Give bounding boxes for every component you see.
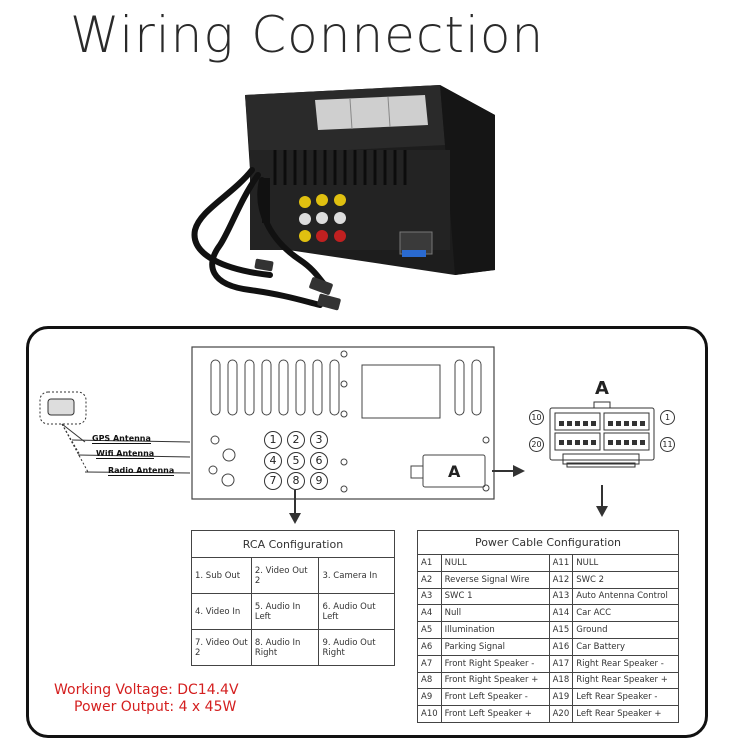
pin-function-cell: Front Left Speaker - [440, 688, 550, 707]
pin-id-cell: A20 [548, 705, 574, 723]
usb-cables [191, 167, 328, 308]
rca-number: 1 [264, 431, 282, 449]
pin-id-cell: A15 [548, 621, 574, 639]
pin-id-cell: A13 [548, 587, 574, 606]
pin-id-cell: A4 [417, 604, 442, 623]
pin-id-cell: A2 [417, 570, 442, 589]
pin-id-cell: A6 [417, 637, 442, 656]
power-output-text: Power Output: 4 x 45W [74, 699, 237, 715]
rca-number: 3 [310, 431, 328, 449]
table-cell: 8. Audio In Right [250, 629, 320, 666]
pin-function-cell: SWC 2 [572, 570, 679, 589]
pin-id-cell: A1 [417, 554, 442, 572]
rca-number: 7 [264, 472, 282, 490]
table-row: 7. Video Out 2 8. Audio In Right 9. Audi… [191, 629, 395, 666]
pin-function-cell: NULL [440, 554, 550, 572]
pin-function-cell: Left Rear Speaker - [572, 688, 679, 707]
pin-function-cell: Auto Antenna Control [572, 587, 679, 606]
table-cell: 6. Audio Out Left [318, 593, 395, 630]
pin-function-cell: Car Battery [572, 637, 679, 656]
pin-function-cell: SWC 1 [440, 587, 550, 606]
pin-function-cell: Ground [572, 621, 679, 639]
pin-function-cell: Right Rear Speaker + [572, 671, 679, 690]
antenna-leads [39, 391, 191, 474]
table-row: 1. Sub Out 2. Video Out 2 3. Camera In [191, 557, 395, 594]
pin-id-cell: A16 [548, 637, 574, 656]
rca-number: 6 [310, 452, 328, 470]
arrows [289, 465, 608, 524]
page-title: Wiring Connection [70, 6, 545, 64]
table-row: 4. Video In 5. Audio In Left 6. Audio Ou… [191, 593, 395, 630]
unit-side [440, 85, 495, 275]
rca-number: 9 [310, 472, 328, 490]
pin-function-cell: Left Rear Speaker + [572, 705, 679, 723]
pin-function-cell: Reverse Signal Wire [440, 570, 550, 589]
pin-id-cell: A3 [417, 587, 442, 606]
pin-id-cell: A19 [548, 688, 574, 707]
power-table-header: Power Cable Configuration [417, 530, 679, 555]
pin-id-cell: A12 [548, 570, 574, 589]
pin-id-cell: A7 [417, 654, 442, 673]
table-cell: 9. Audio Out Right [318, 629, 395, 666]
pin-function-cell: NULL [572, 554, 679, 572]
rear-panel [191, 346, 495, 500]
rca-number: 2 [287, 431, 305, 449]
plug-a-heading: A [595, 378, 609, 399]
table-cell: 1. Sub Out [191, 557, 252, 594]
wifi-antenna-label: Wifi Antenna [96, 449, 155, 459]
pin-function-cell: Parking Signal [440, 637, 550, 656]
wifi-antenna-stub [262, 178, 270, 223]
rca-jacks [299, 194, 346, 242]
pin-function-cell: Null [440, 604, 550, 623]
radio-antenna-label: Radio Antenna [108, 466, 175, 476]
pin-function-cell: Front Right Speaker - [440, 654, 550, 673]
pin-function-cell: Front Right Speaker + [440, 671, 550, 690]
pin-id-cell: A14 [548, 604, 574, 623]
rca-number: 4 [264, 452, 282, 470]
sticker-labels [315, 95, 428, 130]
pin-id-cell: A11 [548, 554, 574, 572]
table-cell: 5. Audio In Left [250, 593, 320, 630]
pin-id-cell: A10 [417, 705, 442, 723]
pin-marker: 20 [529, 437, 544, 452]
rca-configuration-table: RCA Configuration 1. Sub Out 2. Video Ou… [191, 530, 395, 666]
pin-id-cell: A18 [548, 671, 574, 690]
head-unit-photo [191, 85, 495, 311]
plug-a-drawing [549, 401, 655, 468]
diagram-frame [26, 326, 708, 738]
pin-id-cell: A9 [417, 688, 442, 707]
pin-function-cell: Front Left Speaker + [440, 705, 550, 723]
rca-number: 5 [287, 452, 305, 470]
rca-table-header: RCA Configuration [191, 530, 395, 558]
rca-number: 8 [287, 472, 305, 490]
pin-function-cell: Right Rear Speaker - [572, 654, 679, 673]
table-cell: 7. Video Out 2 [191, 629, 252, 666]
pin-function-cell: Car ACC [572, 604, 679, 623]
table-cell: 4. Video In [191, 593, 252, 630]
pin-function-cell: Illumination [440, 621, 550, 639]
pin-id-cell: A17 [548, 654, 574, 673]
table-cell: 3. Camera In [318, 557, 395, 594]
pin-id-cell: A8 [417, 671, 442, 690]
pin-marker: 11 [660, 437, 675, 452]
working-voltage-text: Working Voltage: DC14.4V [54, 682, 239, 698]
rear-connector-a-label: A [448, 462, 461, 481]
pin-marker: 10 [529, 410, 544, 425]
gps-antenna-label: GPS Antenna [92, 434, 151, 444]
pin-marker: 1 [660, 410, 675, 425]
table-cell: 2. Video Out 2 [250, 557, 320, 594]
pin-id-cell: A5 [417, 621, 442, 639]
